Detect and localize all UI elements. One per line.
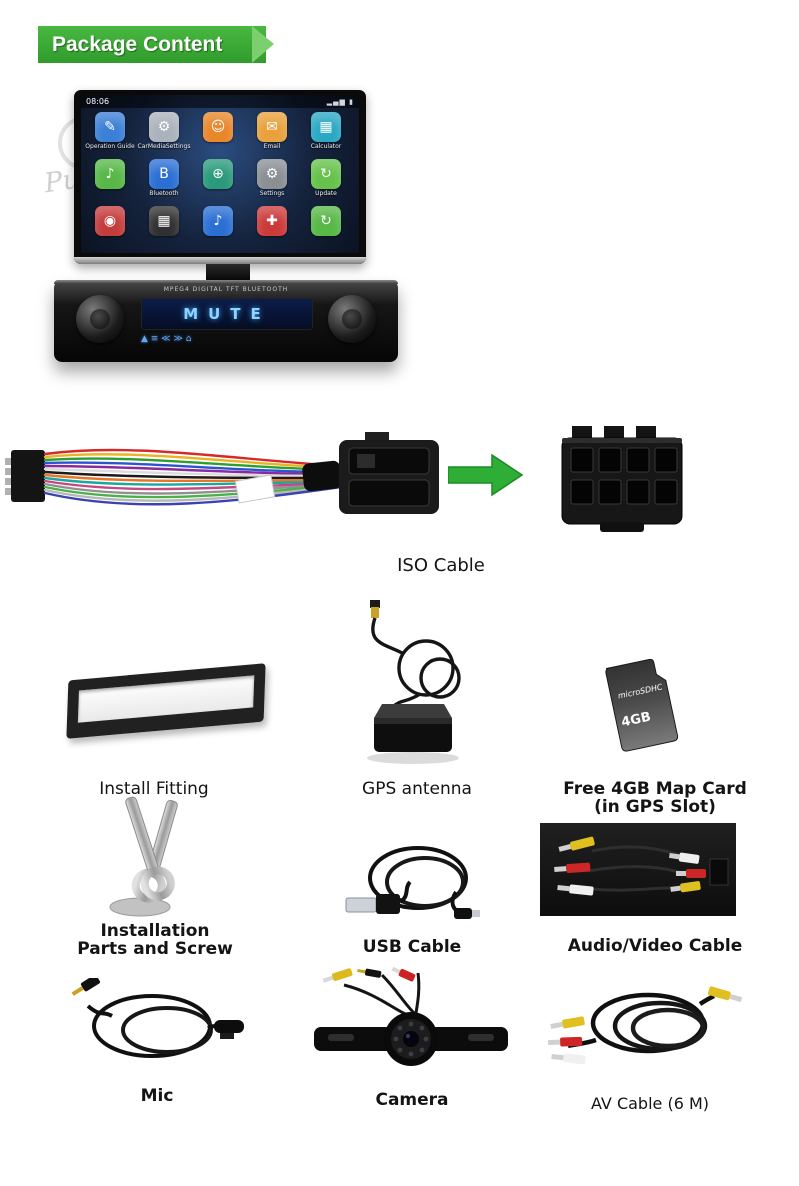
app-icon-glyph: ⚙ bbox=[257, 159, 287, 189]
banner-fold-decoration bbox=[252, 26, 274, 63]
av-cable-label: AV Cable (6 M) bbox=[590, 1094, 709, 1113]
iso-connector-photo bbox=[552, 418, 692, 536]
app-icon: ↻Update bbox=[299, 159, 353, 204]
app-icon: ♪ bbox=[83, 159, 137, 204]
app-grid: ✎Operation Guide ⚙CarMediaSettings ☺ ✉Em… bbox=[81, 108, 359, 253]
banner-title: Package Content bbox=[38, 26, 266, 63]
audio-video-cable-photo bbox=[540, 823, 736, 916]
audio-video-cable-label: Audio/Video Cable bbox=[567, 936, 743, 956]
arrow-right-icon bbox=[448, 452, 524, 498]
app-icon: ✉Email bbox=[245, 112, 299, 157]
iso-cable-label: ISO Cable bbox=[397, 555, 485, 576]
volume-knob bbox=[76, 295, 124, 343]
app-icon-label: CarMediaSettings bbox=[137, 143, 191, 150]
metal-frame bbox=[66, 663, 266, 739]
app-icon: ▦Calculator bbox=[299, 112, 353, 157]
install-fitting-photo bbox=[55, 652, 270, 747]
install-parts-photo bbox=[88, 795, 223, 920]
app-icon-label: Settings bbox=[259, 190, 285, 197]
map-card-label: Free 4GB Map Card bbox=[563, 779, 747, 799]
panel-lcd-display: MUTE bbox=[141, 298, 313, 330]
app-icon-label bbox=[245, 237, 299, 251]
av-cable-photo bbox=[548, 978, 748, 1078]
app-icon-glyph: ▦ bbox=[149, 206, 179, 236]
app-icon-glyph: ✚ bbox=[257, 206, 287, 236]
usb-cable-label: USB Cable bbox=[362, 937, 462, 957]
app-icon-label bbox=[83, 237, 137, 251]
app-icon-glyph: B bbox=[149, 159, 179, 189]
app-icon-glyph: ▦ bbox=[311, 112, 341, 142]
mic-label: Mic bbox=[140, 1086, 174, 1106]
panel-model-text: MPEG4 DIGITAL TFT BLUETOOTH bbox=[163, 286, 289, 293]
stereo-screen-bezel: 08:06 ▂▄▆ ▮ ✎Operation Guide ⚙CarMediaSe… bbox=[74, 90, 366, 264]
app-icon-glyph: ↻ bbox=[311, 206, 341, 236]
app-icon-label: Calculator bbox=[310, 143, 342, 150]
camera-photo bbox=[296, 963, 526, 1081]
panel-top-edge bbox=[54, 280, 398, 284]
app-icon-label bbox=[191, 190, 245, 204]
app-icon-glyph: ◉ bbox=[95, 206, 125, 236]
app-icon-label bbox=[191, 143, 245, 157]
app-icon-glyph: ⚙ bbox=[149, 112, 179, 142]
app-icon-label bbox=[137, 237, 191, 251]
app-icon: ▦ bbox=[137, 206, 191, 251]
mic-photo bbox=[62, 978, 247, 1078]
screen-bottom-edge bbox=[74, 257, 366, 264]
status-bar: 08:06 ▂▄▆ ▮ bbox=[81, 95, 359, 108]
app-icon: ⚙Settings bbox=[245, 159, 299, 204]
app-icon: ⊕ bbox=[191, 159, 245, 204]
map-card-photo: microSDHC 4GB bbox=[585, 648, 700, 766]
app-icon: ☺ bbox=[191, 112, 245, 157]
app-icon-label bbox=[191, 237, 245, 251]
app-icon-glyph: ♪ bbox=[203, 206, 233, 236]
panel-button-icons: ▲ ≡ ≪ ≫ ⌂ bbox=[141, 334, 192, 344]
app-icon-glyph: ✎ bbox=[95, 112, 125, 142]
app-icon-glyph: ↻ bbox=[311, 159, 341, 189]
stereo-android-screen: 08:06 ▂▄▆ ▮ ✎Operation Guide ⚙CarMediaSe… bbox=[81, 95, 359, 253]
install-parts-label: Installation bbox=[100, 921, 210, 941]
status-icons: ▂▄▆ ▮ bbox=[326, 97, 354, 106]
app-icon: ♪ bbox=[191, 206, 245, 251]
card-size-text: 4GB bbox=[620, 710, 652, 731]
map-card-sublabel: (in GPS Slot) bbox=[594, 797, 716, 817]
gps-antenna-label: GPS antenna bbox=[362, 779, 472, 799]
app-icon: ⚙CarMediaSettings bbox=[137, 112, 191, 157]
app-icon-glyph: ♪ bbox=[95, 159, 125, 189]
app-icon-label: Update bbox=[315, 190, 337, 197]
app-icon-glyph: ✉ bbox=[257, 112, 287, 142]
app-icon-label: Email bbox=[263, 143, 281, 150]
status-time: 08:06 bbox=[86, 97, 110, 106]
app-icon-glyph: ⊕ bbox=[203, 159, 233, 189]
app-icon: ◉ bbox=[83, 206, 137, 251]
app-icon-glyph: ☺ bbox=[203, 112, 233, 142]
app-icon-label bbox=[83, 190, 137, 204]
stereo-front-panel: MPEG4 DIGITAL TFT BLUETOOTH MUTE ▲ ≡ ≪ ≫… bbox=[54, 280, 398, 362]
app-icon: ✚ bbox=[245, 206, 299, 251]
app-icon-label bbox=[299, 237, 353, 251]
usb-cable-photo bbox=[340, 836, 485, 932]
app-icon-label: Operation Guide bbox=[85, 143, 135, 150]
car-stereo-photo: 08:06 ▂▄▆ ▮ ✎Operation Guide ⚙CarMediaSe… bbox=[48, 84, 404, 374]
gps-antenna-photo bbox=[342, 598, 482, 770]
tune-knob bbox=[328, 295, 376, 343]
install-fitting-label: Install Fitting bbox=[99, 779, 209, 799]
camera-label: Camera bbox=[375, 1090, 449, 1110]
app-icon: ✎Operation Guide bbox=[83, 112, 137, 157]
app-icon: ↻ bbox=[299, 206, 353, 251]
screen-hinge bbox=[206, 264, 250, 282]
install-parts-sublabel: Parts and Screw bbox=[77, 939, 233, 959]
app-icon-label: Bluetooth bbox=[149, 190, 179, 197]
iso-harness-photo bbox=[5, 420, 445, 532]
